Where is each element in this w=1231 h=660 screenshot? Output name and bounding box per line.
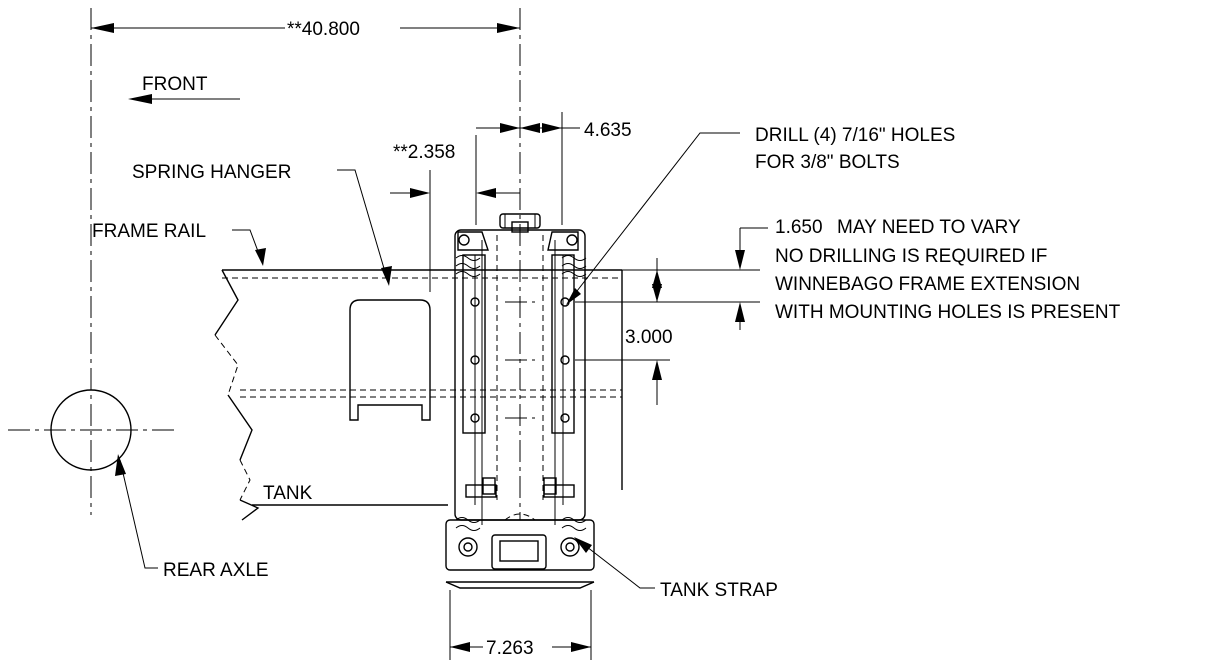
- tank-strap-label: TANK STRAP: [660, 580, 778, 601]
- spring-hanger-leader: [337, 169, 389, 283]
- overall-dimension: **40.800: [91, 19, 520, 40]
- vertical-offset-dimension: 1.650 MAY NEED TO VARY NO DRILLING IS RE…: [575, 217, 1121, 330]
- frame-rail-leader: [232, 229, 263, 263]
- overall-dimension-text: **40.800: [287, 19, 360, 40]
- tank-strap-leader: [577, 539, 655, 589]
- vary-note-line4: WITH MOUNTING HOLES IS PRESENT: [775, 302, 1121, 323]
- drill-note-leader: [569, 132, 740, 301]
- spring-hanger-dimension: **2.358: [390, 135, 520, 225]
- vary-note-line2: NO DRILLING IS REQUIRED IF: [775, 246, 1047, 267]
- spring-hanger-label: SPRING HANGER: [132, 162, 291, 183]
- centerline-offset-dimension: 4.635: [476, 112, 632, 225]
- vary-note-line1: MAY NEED TO VARY: [837, 217, 1021, 238]
- bracket-width-text: 7.263: [486, 638, 534, 659]
- vertical-offset-text: 1.650: [775, 217, 823, 238]
- rear-axle-circle: [50, 389, 132, 471]
- hole-spacing-text: 3.000: [625, 327, 673, 348]
- hole-spacing-dimension: 3.000: [575, 258, 673, 405]
- vary-note-line3: WINNEBAGO FRAME EXTENSION: [775, 274, 1080, 295]
- drill-note-line1: DRILL (4) 7/16" HOLES: [755, 125, 955, 146]
- rear-axle-leader: [119, 459, 158, 569]
- centerline-offset-text: 4.635: [584, 120, 632, 141]
- bracket-assembly: [445, 213, 595, 589]
- spring-hanger-outline: [349, 299, 431, 421]
- drill-note-line2: FOR 3/8" BOLTS: [755, 152, 900, 173]
- tank-label: TANK: [263, 483, 313, 504]
- front-indicator: FRONT: [128, 74, 240, 104]
- front-label: FRONT: [142, 74, 208, 95]
- spring-hanger-dimension-text: **2.358: [393, 142, 455, 163]
- frame-rail-label: FRAME RAIL: [92, 221, 206, 242]
- rear-axle-label: REAR AXLE: [163, 560, 269, 581]
- bracket-width-dimension: 7.263: [449, 590, 592, 660]
